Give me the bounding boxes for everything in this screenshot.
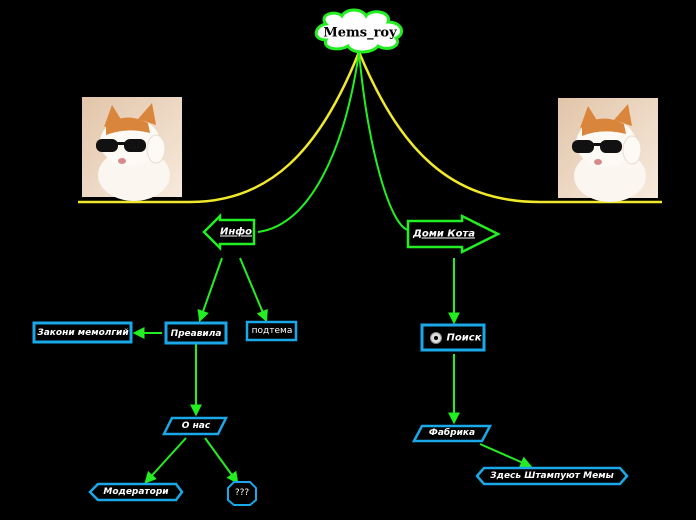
node-podtema-shape[interactable] <box>245 320 298 342</box>
node-moderatori-shape[interactable] <box>88 482 184 502</box>
connector-onas-question <box>204 437 239 484</box>
node-question-label: ??? <box>234 488 250 498</box>
node-zdes-label: Здесь Штампуют Мемы <box>490 471 614 481</box>
root-node-label: Mems_roy <box>323 25 397 41</box>
node-question-shape[interactable] <box>227 481 257 506</box>
node-info-label: Инфо <box>219 226 253 238</box>
cat-image-right <box>557 97 659 203</box>
node-zakoni-label: Закони мемолгий <box>37 328 129 338</box>
node-domi-shape[interactable] <box>406 213 501 255</box>
node-domi-label: Доми Кота <box>412 228 476 240</box>
node-pravila-label: Преавила <box>170 329 222 339</box>
node-info-shape[interactable] <box>202 212 256 252</box>
root-node-cloud[interactable] <box>314 8 404 54</box>
connector-fabrika-zdes <box>479 443 533 468</box>
cat-image-left <box>81 96 183 202</box>
connector-root-right-image <box>357 51 662 204</box>
search-icon <box>430 332 442 344</box>
node-fabrika-shape[interactable] <box>411 424 493 443</box>
connector-root-left-image <box>78 51 361 204</box>
node-pravila-shape[interactable] <box>164 321 228 345</box>
node-zakoni-shape[interactable] <box>32 321 133 344</box>
connector-info-pravila <box>197 257 223 323</box>
node-poisk-label: Поиск <box>446 332 482 344</box>
connector-root-domi <box>358 51 409 231</box>
connector-onas-moderatori <box>144 437 187 484</box>
node-onas-shape[interactable] <box>161 416 229 436</box>
connector-root-info <box>257 51 360 233</box>
node-zdes-shape[interactable] <box>475 466 629 486</box>
node-moderatori-label: Модератори <box>103 487 169 497</box>
node-podtema-label: подтема <box>251 326 293 336</box>
node-fabrika-label: Фабрика <box>428 428 476 438</box>
node-onas-label: О нас <box>181 421 211 431</box>
connector-info-podtema <box>239 257 268 323</box>
